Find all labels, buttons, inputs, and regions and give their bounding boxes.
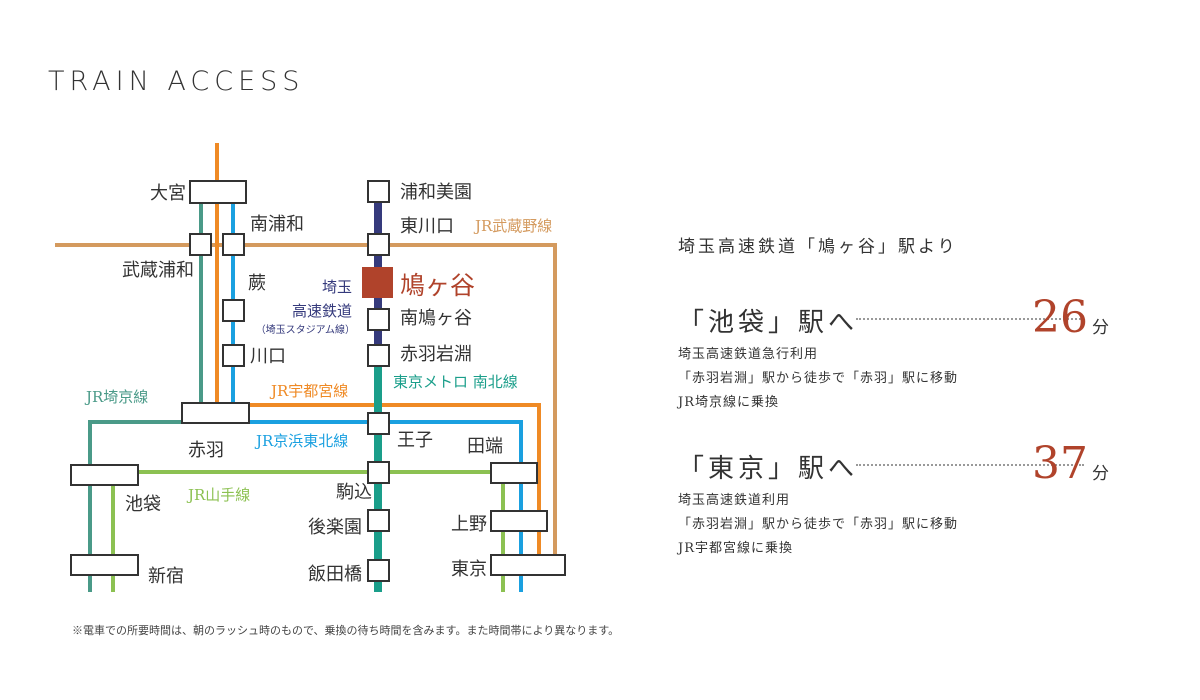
station-minami-hatogaya	[367, 308, 390, 331]
page-title: TRAIN ACCESS	[48, 66, 305, 97]
label-tabata: 田端	[467, 436, 503, 457]
route-tokyo-minutes: 37	[1032, 438, 1088, 489]
station-komagome	[367, 461, 390, 484]
label-urawa-misono: 浦和美園	[400, 182, 472, 203]
label-oji: 王子	[397, 430, 433, 451]
station-ueno	[490, 510, 548, 532]
station-akabane	[181, 402, 250, 424]
station-shinjuku	[70, 554, 139, 576]
station-musashi-urawa	[189, 233, 212, 256]
label-musashi-urawa: 武蔵浦和	[122, 260, 194, 281]
station-akabane-iwabuchi	[367, 344, 390, 367]
station-hatogaya	[362, 267, 393, 298]
dotted-leader	[856, 318, 1084, 320]
label-keihin-tohoku-line: JR京浜東北線	[254, 432, 348, 450]
label-hatogaya: 鳩ヶ谷	[400, 271, 475, 300]
saikyo-line	[88, 200, 203, 592]
label-minami-urawa: 南浦和	[250, 214, 304, 235]
label-korakuen: 後楽園	[308, 517, 362, 538]
route-ikebukuro-unit: 分	[1092, 318, 1109, 338]
label-saikyo-line: JR埼京線	[84, 388, 148, 406]
route-tokyo-notes: 埼玉高速鉄道利用 「赤羽岩淵」駅から徒歩で「赤羽」駅に移動 JR宇都宮線に乗換	[678, 489, 958, 561]
label-warabi: 蕨	[248, 273, 266, 294]
route-tokyo-destination: 「東京」駅へ	[678, 454, 859, 484]
route-ikebukuro-notes: 埼玉高速鉄道急行利用 「赤羽岩淵」駅から徒歩で「赤羽」駅に移動 JR埼京線に乗換	[678, 343, 958, 415]
label-shinjuku: 新宿	[148, 566, 184, 587]
station-iidabashi	[367, 559, 390, 582]
note-line: 埼玉高速鉄道急行利用	[678, 347, 819, 362]
station-warabi	[222, 299, 245, 322]
station-oji	[367, 412, 390, 435]
label-ikebukuro: 池袋	[125, 494, 161, 515]
label-kawaguchi: 川口	[250, 346, 286, 367]
note-line: 「赤羽岩淵」駅から徒歩で「赤羽」駅に移動	[678, 371, 959, 386]
label-saitama-3: （埼玉スタジアム線）	[256, 323, 355, 336]
route-ikebukuro-destination: 「池袋」駅へ	[678, 308, 859, 338]
station-tokyo	[490, 554, 566, 576]
label-komagome: 駒込	[336, 482, 372, 503]
label-akabane-iwabuchi: 赤羽岩淵	[400, 344, 472, 365]
station-kawaguchi	[222, 344, 245, 367]
station-urawa-misono	[367, 180, 390, 203]
note-line: 埼玉高速鉄道利用	[678, 493, 791, 508]
label-saitama-1: 埼玉	[322, 278, 352, 296]
station-omiya	[189, 180, 247, 204]
note-line: JR埼京線に乗換	[678, 395, 779, 410]
station-higashi-kawaguchi	[367, 233, 390, 256]
label-musashino-line: JR武蔵野線	[473, 217, 552, 235]
label-namboku-line: 東京メトロ 南北線	[393, 373, 518, 391]
label-utsunomiya-line: JR宇都宮線	[269, 382, 348, 400]
station-ikebukuro	[70, 464, 139, 486]
note-line: 「赤羽岩淵」駅から徒歩で「赤羽」駅に移動	[678, 517, 959, 532]
label-higashi-kawaguchi: 東川口	[400, 216, 454, 237]
route-tokyo-unit: 分	[1092, 464, 1109, 484]
label-yamanote-line: JR山手線	[186, 486, 250, 504]
route-ikebukuro-minutes: 26	[1032, 292, 1088, 343]
note-line: JR宇都宮線に乗換	[678, 541, 793, 556]
station-minami-urawa	[222, 233, 245, 256]
route-map: 大宮 南浦和 武蔵浦和 蕨 川口 赤羽 池袋 新宿 浦和美園 東川口 鳩ヶ谷 南…	[55, 143, 566, 592]
label-akabane: 赤羽	[188, 440, 224, 461]
footnote: ※電車での所要時間は、朝のラッシュ時のもので、乗換の待ち時間を含みます。また時間…	[72, 624, 620, 637]
station-korakuen	[367, 509, 390, 532]
label-saitama-2: 高速鉄道	[292, 302, 352, 320]
label-omiya: 大宮	[150, 183, 186, 204]
label-ueno: 上野	[451, 514, 487, 535]
origin-text: 埼玉高速鉄道「鳩ヶ谷」駅より	[678, 237, 958, 257]
label-iidabashi: 飯田橋	[308, 564, 362, 585]
dotted-leader	[856, 464, 1084, 466]
label-tokyo: 東京	[451, 559, 487, 580]
station-tabata	[490, 462, 538, 484]
label-minami-hatogaya: 南鳩ヶ谷	[400, 308, 472, 329]
musashino-line	[55, 243, 557, 560]
